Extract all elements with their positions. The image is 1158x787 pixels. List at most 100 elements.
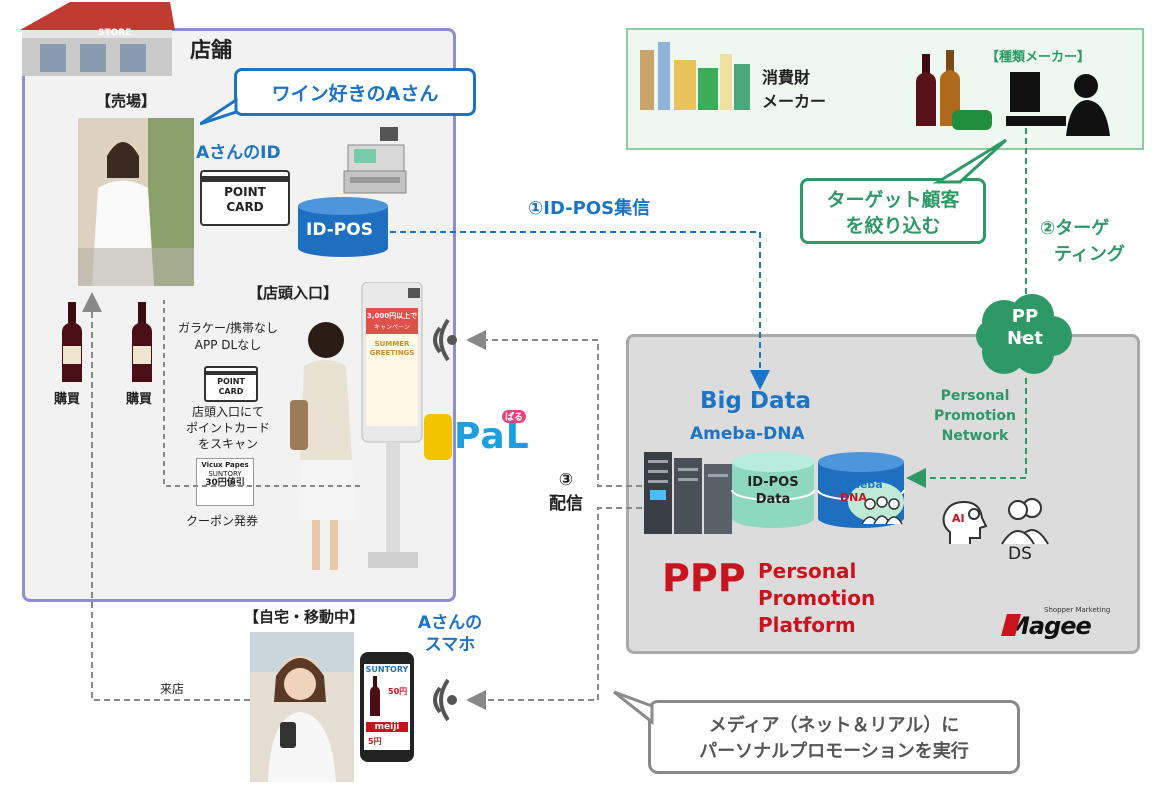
target-callout-line1: ターゲット顧客 [826,189,960,211]
delivery-num: ③ [558,470,574,490]
scan-note: 店頭入口にて ポイントカード をスキャン [166,404,290,452]
scan-line3: をスキャン [197,437,258,451]
media-line1: メディア（ネット＆リアル）に [708,715,960,736]
small-card-line1: POINT [217,377,245,386]
visit-label: 来店 [160,680,185,697]
ppn-line1: Personal [940,388,1010,404]
phone-line1: Aさんの [417,613,483,633]
pal-badge: ぱる [502,410,527,423]
kiosk-banner-sub: キャンペーン [374,324,410,331]
targeting-label: ②ターゲ ティング [1040,216,1125,268]
customer-callout-text: ワイン好きのAさん [271,82,439,105]
store-sign: STORE [98,28,132,38]
consumer-goods-icon [636,40,756,116]
ppp-line1: Personal [758,559,857,583]
customer-photo [78,118,194,286]
small-card-line2: CARD [218,387,244,396]
sales-floor-label: 【売場】 [96,92,157,110]
big-data-label: Big Data [700,388,812,414]
scan-line2: ポイントカード [185,421,270,435]
phone-line2: スマホ [424,635,476,655]
analyst-workstation-icon [1006,66,1116,138]
delivery-flow-line [466,330,642,487]
wine-bottle-icon [58,302,86,382]
db2-line2: DNA [840,491,867,504]
ppp-line3: Platform [758,613,856,637]
consumer-goods-label: 消費財 メーカー [762,66,826,114]
consumer-goods-line2: メーカー [762,92,827,111]
coupon-brand: Vicux Papes [201,461,249,469]
callout-tail [200,96,240,126]
media-callout: メディア（ネット＆リアル）に パーソナルプロモーションを実行 [648,700,1020,774]
no-phone-line2: APP DLなし [194,338,262,352]
point-card-line2: CARD [226,200,264,214]
phone-brand: SUNTORY [365,665,409,674]
media-line2: パーソナルプロモーションを実行 [699,741,969,762]
kiosk-summer-text: SUMMER GREETINGS [369,340,415,357]
ai-head-icon [940,500,990,546]
coupon-value: 30円値引 [205,478,245,488]
visit-flow-line [82,292,250,701]
delivery-text: 配信 [549,494,583,514]
wine-bottle-icon [368,676,382,716]
ds-label: DS [1008,544,1032,564]
purchase-label-1: 購買 [54,392,81,407]
store-title: 店舗 [190,38,232,62]
target-callout: ターゲット顧客 を絞り込む [800,178,986,244]
ameba-dna-label: Ameba-DNA [690,424,805,444]
targeting-line1: ②ターゲ [1040,218,1110,239]
id-pos-label: ID-POS [306,220,373,240]
pp-net-line2: Net [1007,328,1043,349]
kiosk-user-photo [282,310,362,580]
ds-people-icon [996,496,1052,546]
phone-price2: 5円 [368,737,382,746]
server-rack-icon [642,450,734,536]
ai-label: AI [952,512,965,525]
kiosk-banner-top: 3,000円以上で [366,312,418,320]
type-maker-label: 【種類メーカー】 [986,50,1091,65]
store-building-icon [10,0,180,78]
scan-line1: 店頭入口にて [191,405,264,419]
wifi-signal-icon [433,318,457,362]
database-icon [816,450,906,530]
point-card-line1: POINT [224,185,266,199]
phone-owner-label: Aさんの スマホ [400,612,500,656]
ppn-line3: Network [941,428,1009,444]
delivery-flow-line-home [466,507,642,710]
wifi-signal-icon [433,678,457,722]
coupon-label: クーポン発券 [186,514,259,528]
ppp-line2: Promotion [758,586,876,610]
magee-tagline: Shopper Marketing [1044,606,1111,614]
ameba-dna-db-label: Ameba DNA [840,478,883,504]
ppp-expansion: Personal Promotion Platform [758,558,875,639]
consumer-goods-line1: 消費財 [762,68,811,87]
pp-net-label: PP Net [990,306,1060,350]
smartphone-user-photo [250,632,354,782]
customer-id-label: AさんのID [196,143,281,163]
target-callout-tail [930,138,1010,184]
target-callout-line2: を絞り込む [845,215,941,237]
id-pos-database-icon [296,196,390,258]
coupon-ticket: Vicux Papes SUNTORY 30円値引 [196,458,254,506]
people-icon [858,494,906,526]
point-card: POINT CARD [200,170,290,226]
media-callout-tail [612,690,656,730]
pp-net-flow-line [906,378,1027,488]
kiosk-terminal [360,282,424,572]
entrance-label: 【店頭入口】 [248,284,339,302]
db1-line1: ID-POS [747,475,799,490]
id-pos-data-label: ID-POS Data [730,474,816,508]
cloud-icon [974,292,1074,378]
no-phone-note: ガラケー/携帯なし APP DLなし [166,320,290,354]
pal-logo: PaL ぱる [424,410,534,470]
pos-register-icon [340,125,410,200]
no-phone-line1: ガラケー/携帯なし [177,321,279,335]
ppp-label: PPP [662,556,746,600]
liquor-products-icon [912,48,996,138]
ppn-line2: Promotion [933,408,1017,424]
id-pos-flow-line [390,231,770,390]
pp-net-line1: PP [1011,306,1039,327]
customer-callout: ワイン好きのAさん [234,68,476,116]
magee-logo: Magee [1006,612,1092,640]
